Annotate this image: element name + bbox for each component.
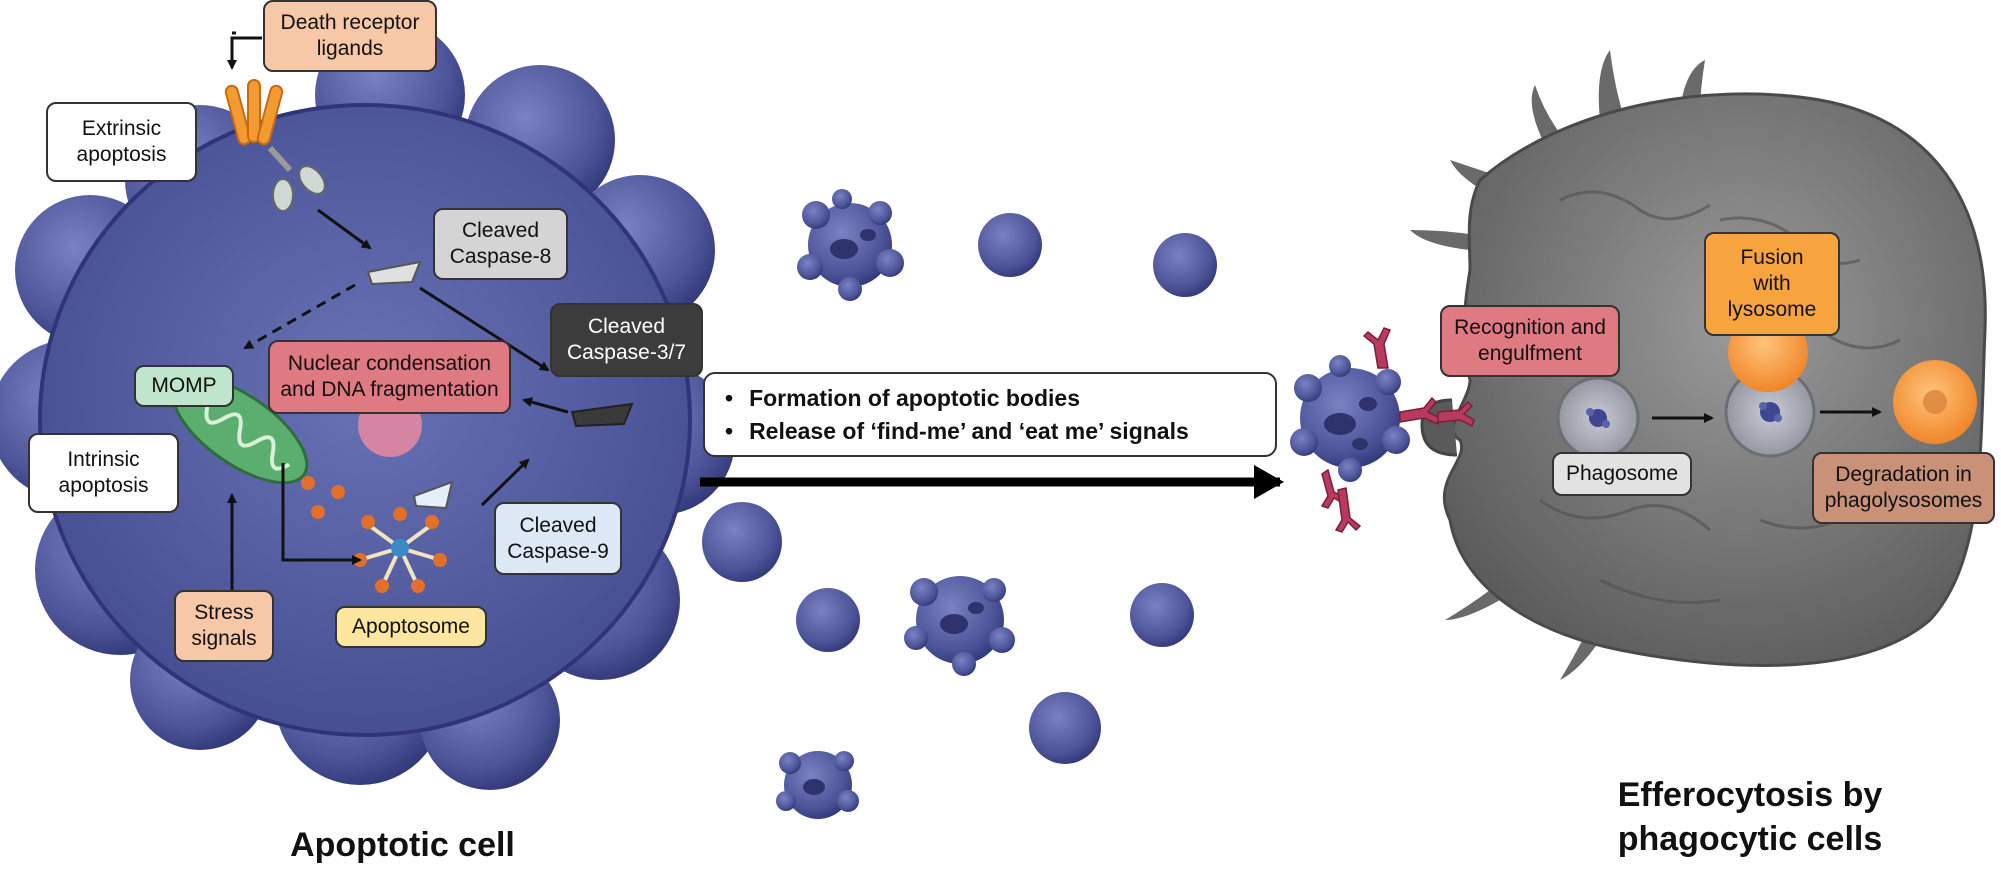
pathway-arrows — [227, 31, 569, 593]
momp-label: MOMP — [134, 365, 234, 407]
engulfed-apoptotic-body — [1290, 355, 1410, 482]
bullet-release-signals: Release of ‘find-me’ and ‘eat me’ signal… — [725, 415, 1255, 448]
phagocyte-protrusions — [1410, 50, 1705, 680]
caspase8-to-momp-dashed-arrow — [243, 283, 356, 350]
receptor-to-caspase8-arrow — [317, 208, 372, 250]
apoptotic-body-cluster — [776, 751, 859, 819]
stress-signals-label: Stress signals — [174, 590, 274, 662]
apoptotic-body — [702, 502, 782, 582]
death-receptor — [224, 79, 326, 212]
apoptotic-body-cluster — [904, 576, 1015, 676]
phagolysosome — [1893, 360, 1977, 444]
caspase-8-fragment — [366, 260, 422, 286]
bullet-formation: Formation of apoptotic bodies — [725, 382, 1255, 415]
caspase37-to-nuclear-arrow — [522, 397, 569, 414]
apoptotic-body — [978, 213, 1042, 277]
cytochrome-c-dots — [301, 476, 345, 519]
apoptosome-complex — [353, 507, 447, 593]
intrinsic-apoptosis-label: Intrinsic apoptosis — [28, 433, 179, 513]
cleaved-caspase-9-label: Cleaved Caspase-9 — [494, 502, 622, 575]
apoptotic-body — [1153, 233, 1217, 297]
fusing-phagosome — [1724, 366, 1816, 458]
phagosome-vesicle — [1556, 376, 1640, 460]
caspase-37-fragment — [570, 402, 634, 428]
extrinsic-apoptosis-label: Extrinsic apoptosis — [46, 102, 197, 182]
phagocyte-texture — [1539, 190, 1901, 604]
caspase9-to-caspase37-arrow — [480, 458, 530, 507]
apoptotic-body — [796, 588, 860, 652]
apoptotic-body — [1029, 692, 1101, 764]
ligand-arrow — [227, 36, 262, 70]
death-receptor-ligands-label: Death receptor ligands — [263, 0, 437, 72]
apoptotic-cell-title: Apoptotic cell — [290, 826, 515, 864]
caspase8-to-caspase37-arrow — [419, 286, 550, 372]
apoptotic-bodies — [702, 189, 1217, 819]
degradation-label: Degradation in phagolysosomes — [1812, 452, 1995, 524]
momp-to-apoptosome-arrow — [281, 463, 362, 565]
recognition-engulfment-label: Recognition and engulfment — [1440, 305, 1620, 377]
fusion-with-lysosome-label: Fusion with lysosome — [1704, 232, 1840, 336]
apoptosome-label: Apoptosome — [335, 606, 487, 648]
caspase-9-fragment — [412, 480, 454, 510]
apoptotic-bodies-bullets: Formation of apoptotic bodies Release of… — [703, 372, 1277, 457]
cleaved-caspase-37-label: Cleaved Caspase-3/7 — [550, 303, 703, 377]
cleaved-caspase-8-label: Cleaved Caspase-8 — [433, 208, 568, 280]
efferocytosis-title: Efferocytosis by phagocytic cells — [1617, 776, 1883, 858]
recognition-receptors — [1320, 327, 1475, 533]
apoptotic-body-cluster — [797, 189, 904, 301]
nuclear-condensation-label: Nuclear condensation and DNA fragmentati… — [268, 340, 511, 414]
apoptotic-body — [1130, 583, 1194, 647]
phagosome-label: Phagosome — [1552, 452, 1692, 496]
